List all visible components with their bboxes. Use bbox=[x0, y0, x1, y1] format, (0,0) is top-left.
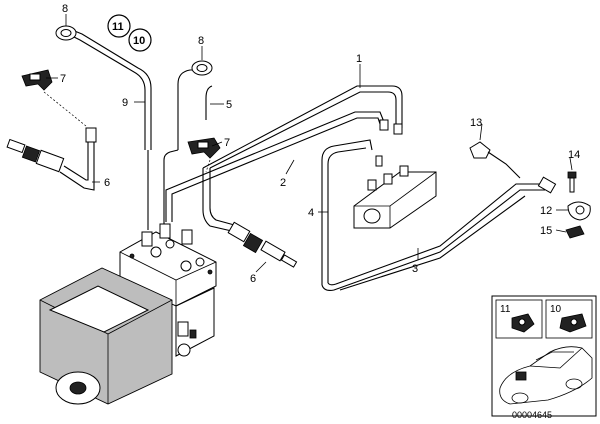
brake-line-3 bbox=[71, 29, 152, 230]
inset-box: 11 10 bbox=[491, 295, 597, 417]
brake-hose-6-center bbox=[227, 221, 298, 268]
callout-7-left: 7 bbox=[60, 73, 66, 85]
fitting-13 bbox=[469, 141, 521, 179]
brake-line-8 bbox=[339, 195, 526, 291]
part-number: 00004645 bbox=[512, 410, 552, 420]
callout-2: 2 bbox=[280, 177, 286, 189]
clamp-12 bbox=[567, 201, 591, 221]
brake-line-1 bbox=[202, 85, 403, 233]
callout-15: 15 bbox=[540, 225, 552, 237]
callout-8-center: 8 bbox=[198, 35, 204, 47]
hose-end-right bbox=[537, 176, 557, 194]
callout-3: 3 bbox=[412, 263, 418, 275]
brake-line-2 bbox=[165, 111, 385, 222]
inset-label-11: 11 bbox=[500, 304, 511, 315]
clip-15 bbox=[565, 225, 585, 239]
callout-14: 14 bbox=[568, 149, 580, 161]
circled-callout-10: 10 bbox=[128, 28, 152, 52]
grommet-8-top-left bbox=[55, 25, 77, 41]
callout-6-left: 6 bbox=[104, 177, 110, 189]
callout-6-center: 6 bbox=[250, 273, 256, 285]
callout-8-top-left: 8 bbox=[62, 3, 68, 15]
callout-12: 12 bbox=[540, 205, 552, 217]
car-silhouette bbox=[499, 346, 593, 405]
callout-13: 13 bbox=[470, 117, 482, 129]
grommet-8-center bbox=[191, 60, 213, 76]
clip-7-left bbox=[21, 69, 53, 91]
leader-lines bbox=[46, 14, 573, 273]
bolt-14 bbox=[567, 171, 577, 193]
svg-text:11: 11 bbox=[112, 21, 124, 33]
clip-7-center bbox=[187, 137, 221, 159]
brake-hose-6-left bbox=[6, 127, 97, 191]
callout-4: 4 bbox=[308, 207, 314, 219]
callout-1: 1 bbox=[356, 53, 362, 65]
callout-9: 9 bbox=[122, 97, 128, 109]
brake-line-5 bbox=[163, 69, 213, 240]
hydraulic-unit bbox=[39, 223, 217, 405]
svg-text:10: 10 bbox=[133, 35, 145, 47]
inset-label-10: 10 bbox=[550, 304, 562, 315]
distributor-block bbox=[353, 119, 437, 229]
circled-callout-11: 11 bbox=[107, 14, 131, 38]
callout-7-center: 7 bbox=[224, 137, 230, 149]
brake-line-4 bbox=[321, 139, 545, 291]
callout-5: 5 bbox=[226, 99, 232, 111]
